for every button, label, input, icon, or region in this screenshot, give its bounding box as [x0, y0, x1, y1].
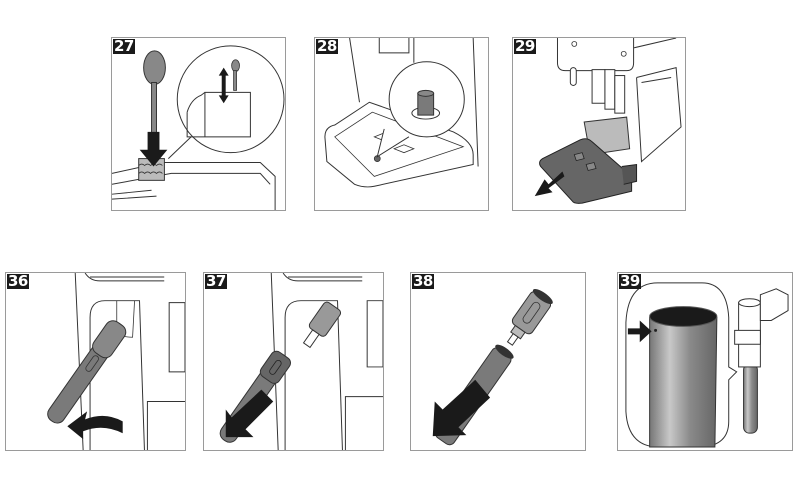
step-29-illustration — [534, 38, 682, 204]
step-37-panel: 37 — [203, 272, 384, 451]
step-number: 37 — [205, 272, 227, 290]
step-39-panel: 39 — [617, 272, 793, 451]
step-28-panel: 28 — [314, 37, 489, 211]
step-29-panel: 29 — [512, 37, 686, 211]
step-36-panel: 36 — [5, 272, 186, 451]
step-number: 27 — [113, 37, 135, 55]
arrow-pull-icon — [225, 389, 274, 438]
step-number: 29 — [514, 37, 536, 55]
step-number: 36 — [7, 272, 29, 290]
connector — [302, 301, 342, 349]
step-27-illustration — [112, 45, 285, 210]
step-38-illustration — [432, 288, 553, 446]
arrow-pull-icon — [534, 171, 565, 197]
step-39-illustration — [625, 282, 789, 448]
arrow-updown-icon — [218, 67, 229, 104]
milk-tube-small — [734, 288, 789, 434]
step-27-panel: 27 — [111, 37, 286, 211]
inset-magnifier — [176, 45, 285, 154]
arrow-rotate-icon — [67, 411, 123, 440]
step-36-illustration — [47, 273, 185, 450]
spoon-icon — [143, 50, 166, 85]
arrow-down-icon — [139, 131, 168, 167]
step-number: 38 — [412, 272, 434, 290]
step-38-panel: 38 — [410, 272, 586, 451]
step-28-illustration — [324, 38, 479, 188]
milk-tube — [47, 320, 127, 424]
arrow-pull-icon — [432, 379, 491, 437]
connector — [506, 288, 553, 346]
arrow-right-icon — [627, 320, 652, 343]
drip-tray — [539, 138, 633, 204]
step-number: 39 — [619, 272, 641, 290]
step-number: 28 — [316, 37, 338, 55]
hole-marker — [654, 328, 658, 332]
step-37-illustration — [219, 273, 383, 450]
